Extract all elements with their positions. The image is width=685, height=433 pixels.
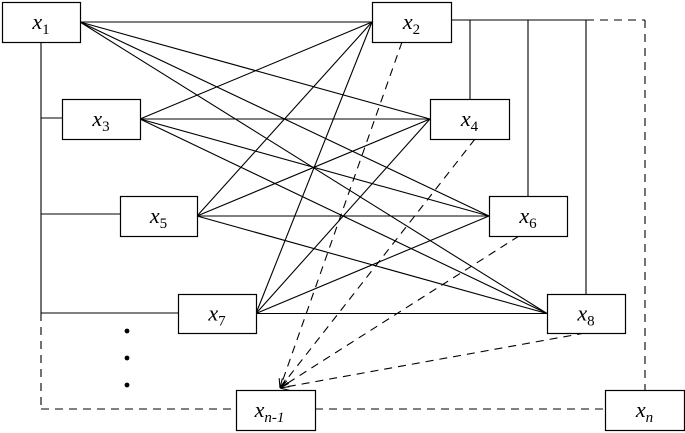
node-box [177, 293, 258, 335]
node-label-sub: 5 [160, 216, 168, 232]
edge-x5-x2 [196, 21, 373, 217]
node-box [604, 389, 685, 432]
node-label: x8 [576, 301, 594, 330]
node-box [546, 293, 627, 335]
ellipsis-dot [124, 328, 130, 334]
node-x8: x8 [546, 293, 627, 335]
node-box [235, 389, 317, 432]
node-box [371, 1, 453, 44]
node-x5: x5 [119, 195, 199, 238]
node-label: xn [635, 397, 653, 426]
node-label-sub: n [646, 410, 654, 426]
node-x1: x1 [1, 1, 82, 44]
node-box [1, 1, 82, 44]
node-x4: x4 [429, 98, 511, 141]
arrowhead-x8 [279, 381, 289, 389]
node-x7: x7 [177, 293, 258, 335]
node-xn: xn [604, 389, 685, 432]
edge-x7-x4 [255, 118, 431, 314]
node-label: x6 [518, 203, 537, 232]
node-label: xn-1 [254, 397, 285, 426]
node-label-base: x [254, 397, 265, 422]
edge-x3-x2 [139, 21, 373, 120]
node-box [119, 195, 199, 238]
node-label-base: x [31, 9, 42, 34]
dashed-edge-x6-xn1 [279, 235, 520, 389]
node-x3: x3 [61, 98, 142, 141]
node-label-base: x [207, 301, 218, 326]
edge-x7-x6 [255, 215, 490, 315]
node-box [488, 195, 569, 238]
node-label: x1 [31, 9, 49, 38]
node-label-sub: 3 [102, 119, 110, 135]
node-label-base: x [576, 301, 587, 326]
ellipsis-dot [124, 382, 130, 388]
node-label: x5 [149, 203, 167, 232]
ellipsis-dots [124, 328, 130, 388]
solid-edges [79, 21, 548, 315]
node-label-sub: 7 [218, 314, 226, 330]
node-box [61, 98, 142, 141]
node-xn1: xn-1 [235, 389, 317, 432]
node-label-base: x [460, 106, 471, 131]
ellipsis-dot [124, 355, 130, 361]
dashed-edges [278, 41, 586, 391]
node-label: x7 [207, 301, 226, 330]
node-box [429, 98, 511, 141]
bus-lines [40, 19, 646, 410]
node-label-sub: 2 [413, 22, 421, 38]
node-label-base: x [91, 106, 102, 131]
dashed-edge-x4-xn1 [279, 138, 476, 389]
edge-x7-x2 [255, 21, 373, 314]
node-label-sub: 8 [587, 314, 595, 330]
node-label-base: x [518, 203, 529, 228]
node-label-base: x [149, 203, 160, 228]
node-label: x2 [402, 9, 420, 38]
node-x6: x6 [488, 195, 569, 238]
node-label-sub: 6 [529, 216, 537, 232]
dashed-edge-x2-xn1 [279, 41, 403, 389]
node-label-sub: 4 [471, 119, 479, 135]
node-label-sub: n-1 [264, 410, 284, 426]
node-label-base: x [402, 9, 413, 34]
dashed-edge-x8-xn1 [279, 332, 586, 389]
edge-x5-x4 [196, 118, 431, 217]
node-x2: x2 [371, 1, 453, 44]
arrowhead-x6 [279, 379, 286, 389]
node-label: x3 [91, 106, 109, 135]
node-label: x4 [460, 106, 479, 135]
node-label-sub: 1 [42, 22, 50, 38]
node-label-base: x [635, 397, 646, 422]
